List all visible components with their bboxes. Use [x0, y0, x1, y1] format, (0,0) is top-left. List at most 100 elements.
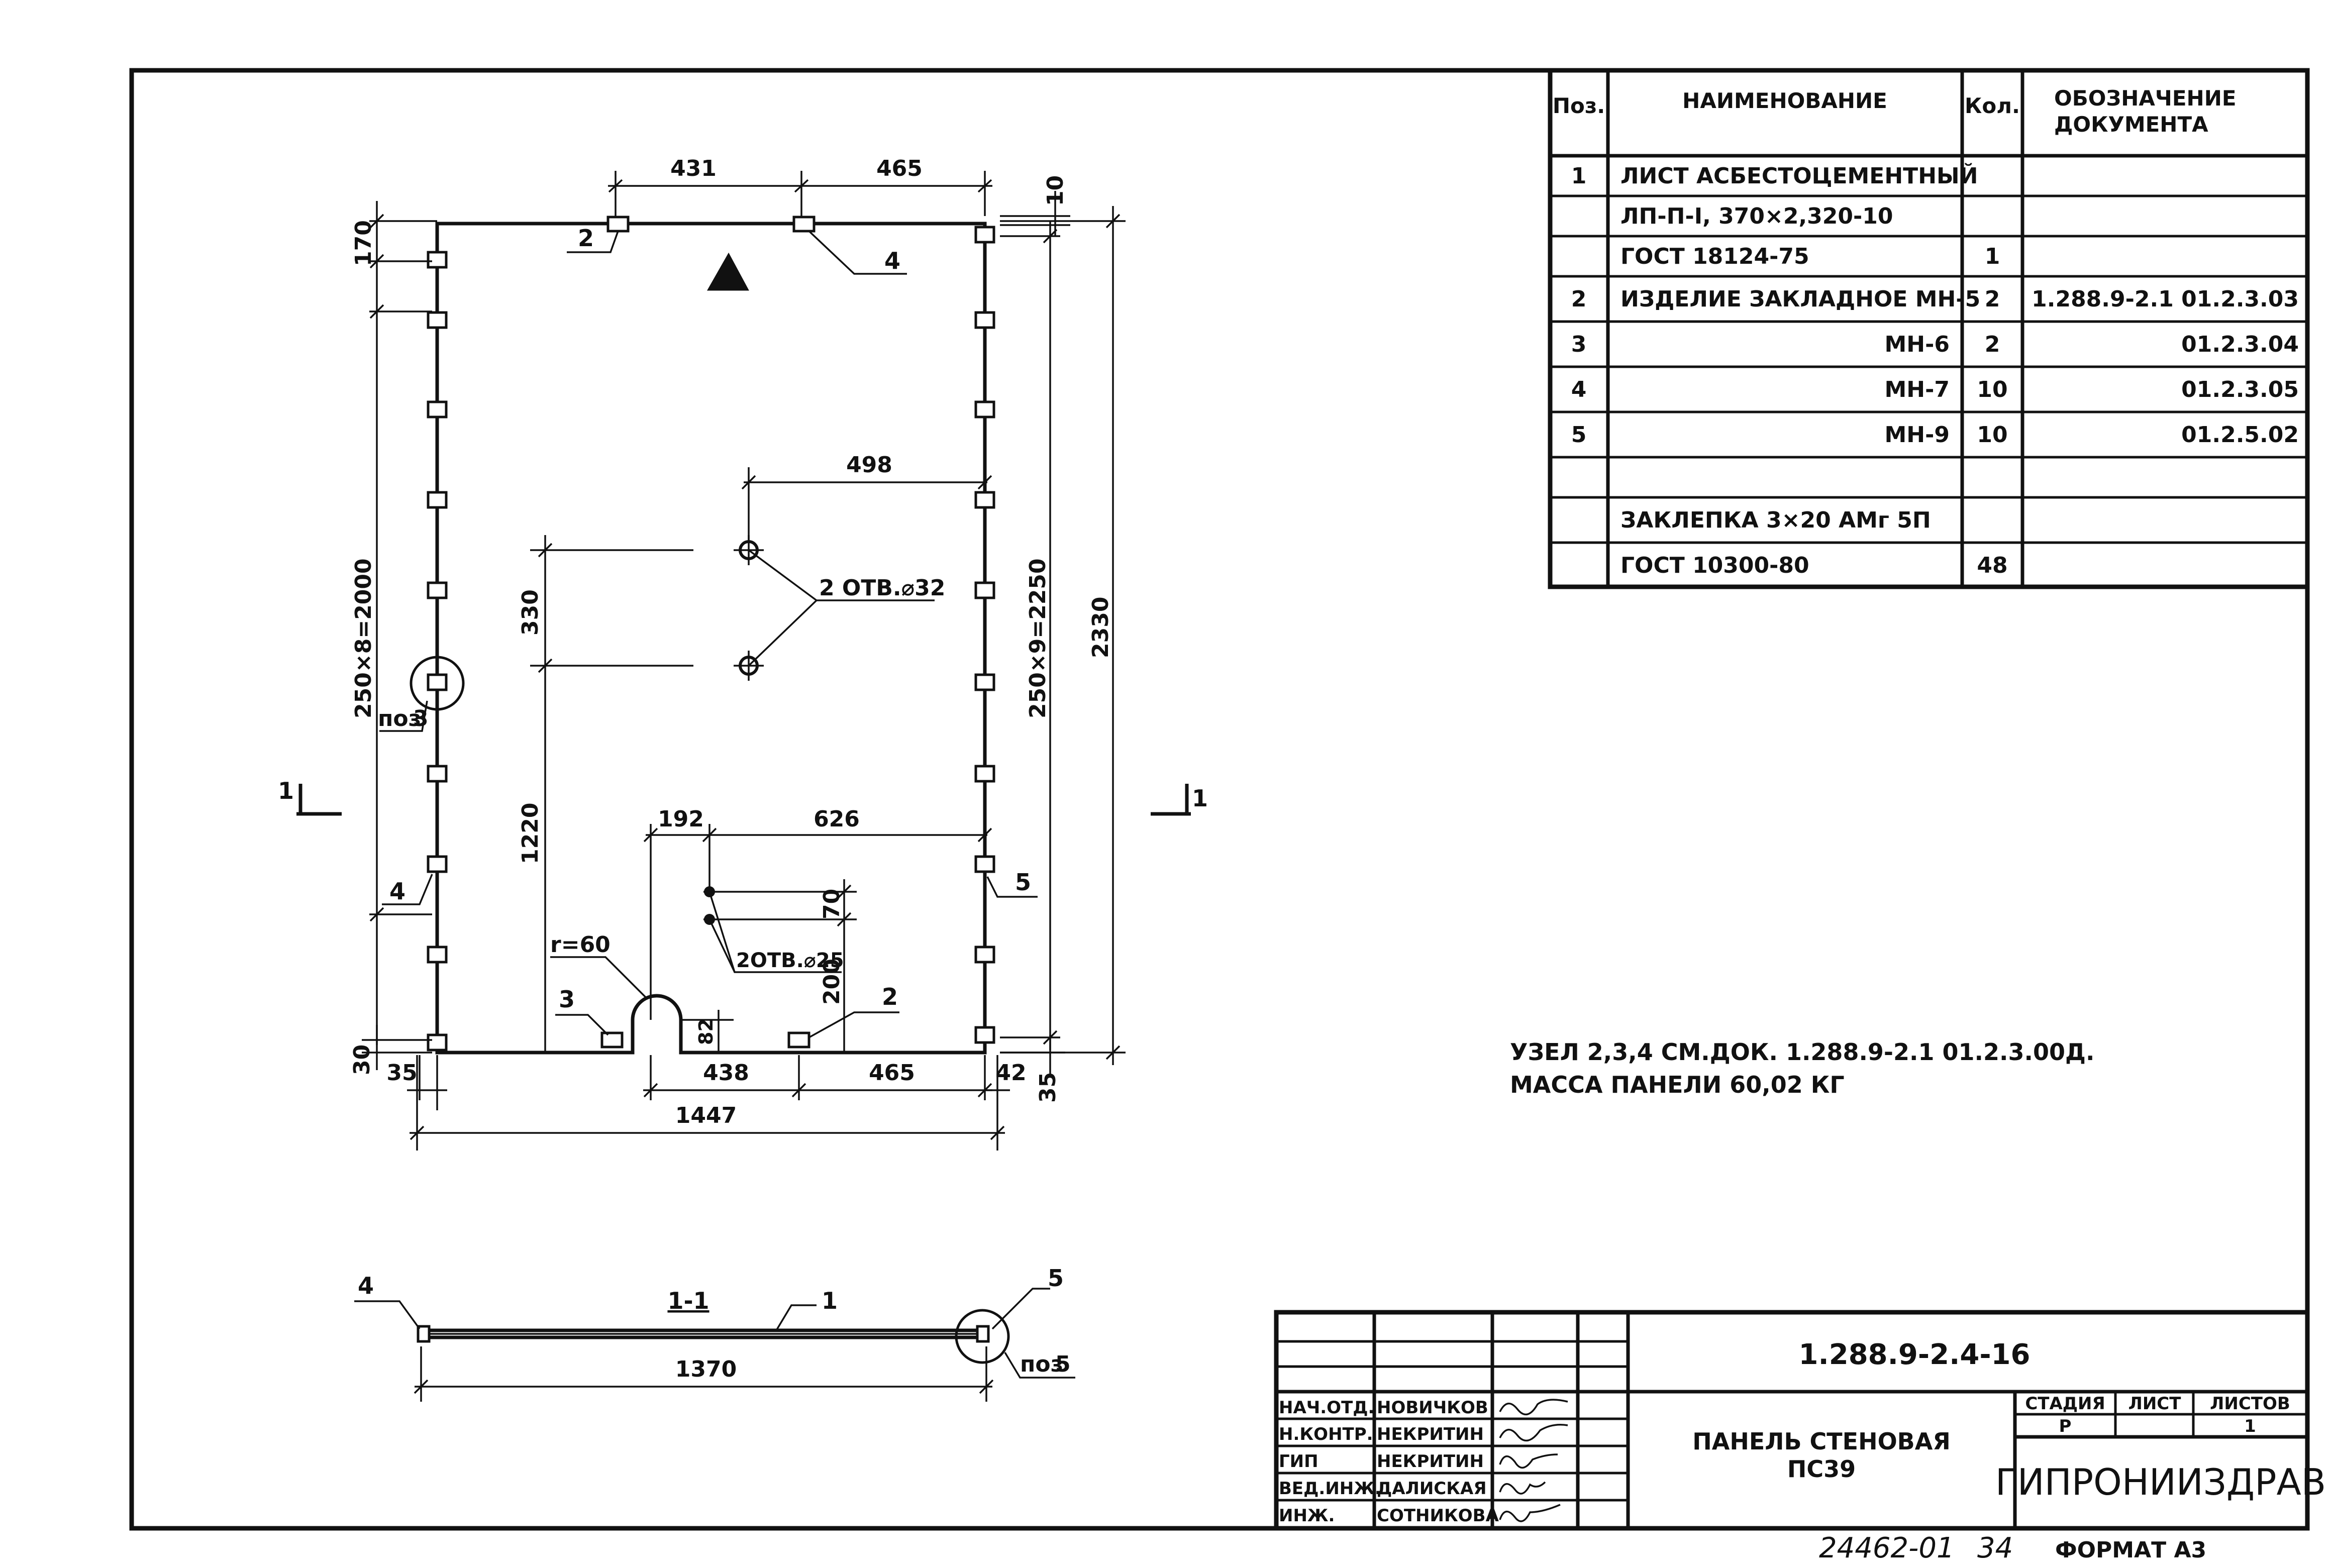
label-pos-left-num: 3 [413, 706, 429, 731]
spec-row-9-name: ЗАКЛЕПКА 3×20 АМг 5П [1620, 507, 1931, 533]
spec-row-1-name: ЛИСТ АСБЕСТОЦЕМЕНТНЫЙ [1620, 162, 1978, 189]
dim-bottom-mid: 438 [703, 1060, 749, 1086]
spec-row-4-name: ИЗДЕЛИЕ ЗАКЛАДНОЕ МН-5 [1620, 286, 1980, 312]
sheet-header: ЛИСТ [2128, 1394, 2182, 1414]
detail-callout-section [955, 1309, 1010, 1364]
spec-row-1-pos: 1 [1571, 163, 1587, 189]
detail-callout-left [410, 656, 465, 711]
plate-top-right [792, 216, 816, 233]
dim-bottom-right: 465 [869, 1060, 915, 1086]
section-view: 1-1 1 4 5 поз 5 1370 [354, 1265, 1075, 1402]
spec-row-5-doc: 01.2.3.04 [2181, 332, 2299, 357]
spec-row-6-pos: 4 [1571, 377, 1587, 402]
mark-3-bottom: 3 [559, 986, 575, 1013]
dim-left-series: 250×8=2000 [351, 558, 376, 718]
spec-row-5-qty: 2 [1985, 332, 2000, 357]
spec-row-6-name: МН-7 [1885, 377, 1950, 402]
dim-bottom-right-edge: 42 [995, 1060, 1026, 1086]
spec-header-pos: Поз. [1553, 93, 1605, 118]
staff-name-5: СОТНИКОВА [1377, 1506, 1499, 1526]
label-holes-large: 2 ОТВ.⌀32 [819, 575, 945, 601]
section-mark-4: 4 [358, 1272, 374, 1299]
spec-row-7-name: МН-9 [1885, 422, 1950, 448]
label-pos-section-num: 5 [1055, 1351, 1071, 1377]
plate-bottom-left [600, 1031, 624, 1049]
staff-role-1: НАЧ.ОТД. [1279, 1398, 1374, 1418]
archive-number: 24462-01 [1819, 1532, 1955, 1564]
plate-top-left [606, 216, 630, 233]
dim-left-bottom: 30 [349, 1044, 375, 1075]
sheet-frame [129, 68, 2310, 1531]
page-number: 34 [1977, 1532, 2013, 1564]
staff-role-5: ИНЖ. [1279, 1506, 1335, 1526]
dim-total-height: 2330 [1088, 597, 1113, 658]
notes: УЗЕЛ 2,3,4 СМ.ДОК. 1.288.9-2.1 01.2.3.00… [1510, 1038, 2094, 1098]
label-pos-section: поз [1020, 1351, 1063, 1377]
section-mark-5: 5 [1048, 1265, 1064, 1292]
dim-right-bottom-edge: 35 [1035, 1072, 1061, 1103]
mark-2-bottom: 2 [882, 983, 898, 1010]
plate-bottom-right [787, 1031, 810, 1049]
dim-hole-height: 1220 [518, 803, 543, 864]
spec-header-doc-2: ДОКУМЕНТА [2054, 112, 2208, 137]
dim-hole-offset: 498 [846, 452, 892, 478]
triangle-marker-icon [710, 256, 746, 289]
footer: 24462-01 34 ФОРМАТ А3 [1819, 1532, 2206, 1564]
dim-small-spacing: 70 [819, 889, 845, 919]
spec-row-3-qty: 1 [1985, 244, 2000, 269]
spec-header-name: НАИМЕНОВАНИЕ [1682, 88, 1887, 113]
sheets-value: 1 [2244, 1416, 2256, 1436]
label-holes-small: 2ОТВ.⌀25 [736, 949, 844, 972]
dim-top-edge: 10 [1043, 175, 1068, 206]
staff-role-3: ГИП [1279, 1451, 1318, 1472]
spec-row-4-pos: 2 [1571, 286, 1587, 312]
note-line-2: МАССА ПАНЕЛИ 60,02 КГ [1510, 1071, 1845, 1098]
dim-left-top: 170 [351, 220, 376, 266]
format-label: ФОРМАТ А3 [2055, 1537, 2206, 1563]
spec-row-6-doc: 01.2.3.05 [2181, 377, 2299, 402]
dim-bottom-left-edge: 35 [386, 1060, 417, 1086]
staff-name-4: ДАЛИСКАЯ [1377, 1479, 1487, 1499]
spec-row-4-doc: 1.288.9-2.1 01.2.3.03 [2032, 286, 2299, 312]
left-edge-plates [427, 251, 448, 1052]
dim-cut-width: 626 [814, 806, 860, 832]
staff-name-2: НЕКРИТИН [1377, 1424, 1484, 1444]
label-pos-left: поз [378, 706, 421, 731]
spec-header-qty: Кол. [1965, 93, 2020, 118]
title-block: НАЧ.ОТД. НОВИЧКОВ Н.КОНТР. НЕКРИТИН ГИП … [1274, 1310, 2326, 1531]
label-radius: r=60 [550, 932, 611, 958]
spec-header-doc-1: ОБОЗНАЧЕНИЕ [2054, 86, 2237, 111]
dim-cut-offset: 192 [658, 806, 704, 832]
staff-name-1: НОВИЧКОВ [1377, 1398, 1488, 1418]
right-edge-plates [974, 226, 995, 1044]
dim-section-width: 1370 [675, 1356, 737, 1382]
spec-row-7-qty: 10 [1977, 422, 2007, 448]
spec-row-5-pos: 3 [1571, 332, 1587, 357]
signatures [1499, 1399, 1568, 1522]
title-line-2: ПС39 [1787, 1455, 1856, 1483]
spec-row-3-name: ГОСТ 18124-75 [1620, 244, 1809, 269]
sheets-header: ЛИСТОВ [2210, 1394, 2290, 1414]
panel-outline [435, 222, 987, 1055]
dim-right-series: 250×9=2250 [1025, 558, 1051, 718]
spec-row-10-name: ГОСТ 10300-80 [1620, 553, 1809, 578]
spec-row-2-name: ЛП-П-Ⅰ, 370×2,320-10 [1620, 203, 1893, 229]
spec-row-4-qty: 2 [1985, 286, 2000, 312]
dim-top-right: 465 [876, 156, 923, 181]
dim-small-height: 200 [819, 959, 845, 1005]
staff-name-3: НЕКРИТИН [1377, 1451, 1484, 1472]
spec-row-10-qty: 48 [1977, 553, 2007, 578]
section-mark-left: 1 [278, 777, 294, 804]
note-line-1: УЗЕЛ 2,3,4 СМ.ДОК. 1.288.9-2.1 01.2.3.00… [1510, 1038, 2094, 1066]
panel-drawing: 2 ОТВ.⌀32 2ОТВ.⌀25 431 465 10 170 250×8=… [278, 156, 1208, 1151]
stage-value: Р [2059, 1416, 2072, 1436]
mark-5-right: 5 [1015, 869, 1031, 896]
staff-role-4: ВЕД.ИНЖ. [1279, 1479, 1381, 1499]
spec-row-6-qty: 10 [1977, 377, 2007, 402]
spec-row-5-name: МН-6 [1885, 332, 1950, 357]
stage-header: СТАДИЯ [2025, 1394, 2105, 1414]
mark-4-left: 4 [389, 878, 405, 905]
specification-table: Поз. НАИМЕНОВАНИЕ Кол. ОБОЗНАЧЕНИЕ ДОКУМ… [1548, 68, 2310, 589]
section-mark-right: 1 [1192, 785, 1208, 812]
